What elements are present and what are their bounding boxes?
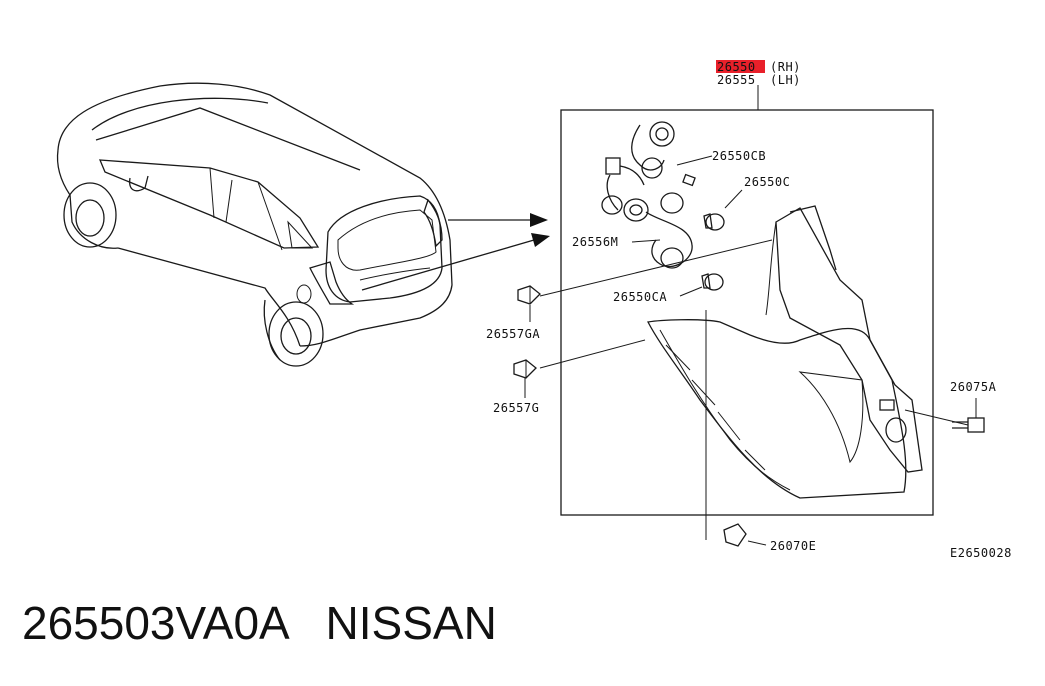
caption-part-number: 265503VA0A xyxy=(22,597,288,649)
part-caption: 265503VA0A NISSAN xyxy=(22,596,497,650)
car-illustration xyxy=(56,82,550,367)
header-part-lh: 26555 xyxy=(717,73,756,87)
header-side-lh: (LH) xyxy=(770,73,801,87)
label-harness: 26556M xyxy=(572,235,618,249)
label-bulb-c: 26550C xyxy=(744,175,790,189)
label-socket-cb: 26550CB xyxy=(712,149,766,163)
label-bulb-ca: 26550CA xyxy=(613,290,667,304)
header-side-rh: (RH) xyxy=(770,60,801,74)
header-part-rh: 26550 xyxy=(717,60,756,74)
fasteners xyxy=(513,285,985,547)
label-clip-g: 26557G xyxy=(493,401,539,415)
detail-box xyxy=(560,109,934,516)
label-bolt: 26075A xyxy=(950,380,997,394)
highlight-box xyxy=(716,60,765,73)
diagram-code: E2650028 xyxy=(950,546,1012,560)
label-screw: 26070E xyxy=(770,539,816,553)
harness-assembly xyxy=(601,121,725,291)
label-clip-ga: 26557GA xyxy=(486,327,540,341)
rear-lamp-body xyxy=(647,205,923,499)
caption-brand: NISSAN xyxy=(325,597,497,649)
leader-lines xyxy=(524,155,977,546)
